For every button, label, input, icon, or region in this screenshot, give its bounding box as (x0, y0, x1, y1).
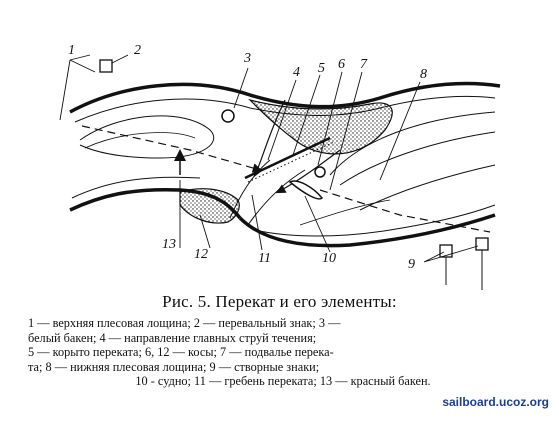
lower-spit (179, 188, 240, 224)
label-8: 8 (420, 67, 427, 82)
figure-caption-title: Рис. 5. Перекат и его элементы: (162, 292, 397, 311)
label-11: 11 (258, 251, 271, 266)
label-1: 1 (68, 43, 75, 58)
label-4: 4 (293, 65, 300, 80)
figure-legend: 1 — верхняя плесовая лощина; 2 — перевал… (28, 316, 538, 389)
legend-line: белый бакен; 4 — направление главных стр… (28, 330, 317, 345)
watermark: sailboard.ucoz.org (442, 395, 549, 409)
label-9: 9 (408, 257, 415, 272)
crossing-mark (99, 59, 113, 73)
range-mark-2 (475, 237, 489, 251)
buoys-and-vessel (221, 109, 326, 200)
leader-lines (59, 54, 479, 263)
label-3: 3 (243, 51, 251, 66)
river-banks (69, 81, 501, 248)
current-lines (81, 99, 491, 233)
white-buoy (221, 109, 235, 123)
callout-numbers: 1 2 3 4 5 6 7 8 9 10 11 12 13 (68, 43, 427, 272)
label-5: 5 (318, 61, 325, 76)
label-13: 13 (162, 237, 176, 252)
legend-line: 5 — корыто переката; 6, 12 — косы; 7 — п… (28, 345, 334, 360)
legend-line: та; 8 — нижняя плесовая лощина; 9 — ство… (28, 359, 320, 374)
range-marks (99, 59, 489, 290)
upper-spit (248, 98, 393, 155)
label-7: 7 (360, 57, 368, 72)
legend-line: 1 — верхняя плесовая лощина; 2 — перевал… (28, 316, 341, 330)
red-buoy-mark (314, 166, 326, 178)
label-10: 10 (322, 251, 336, 266)
legend-line: 10 - судно; 11 — гребень переката; 13 — … (135, 374, 431, 389)
label-2: 2 (134, 43, 141, 58)
label-12: 12 (194, 247, 208, 262)
vessel (288, 180, 324, 200)
label-6: 6 (338, 57, 345, 72)
sand-spits (179, 98, 393, 224)
